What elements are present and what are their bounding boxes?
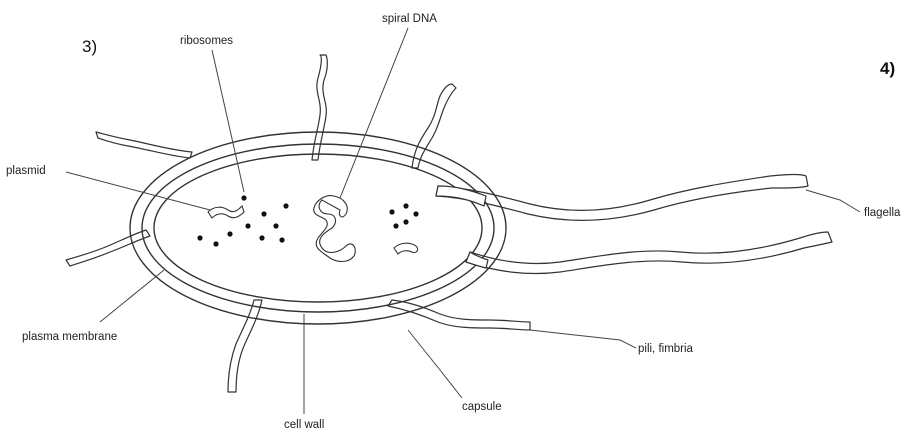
flagellum-lower (466, 232, 832, 274)
pilus-left (66, 230, 150, 266)
leader-pili-fimbria (530, 330, 636, 348)
panel-number-4: 4) (880, 59, 895, 78)
ribosome (213, 241, 218, 246)
ribosome (403, 219, 408, 224)
panel-number-3: 3) (82, 37, 97, 56)
ribosome (197, 235, 202, 240)
ribosome (241, 195, 246, 200)
pilus-top-left (96, 132, 192, 158)
plasmid (208, 206, 244, 218)
ribosome (283, 203, 288, 208)
label-plasmid: plasmid (6, 165, 46, 177)
label-capsule: capsule (462, 401, 502, 413)
capsule-layer (130, 132, 506, 324)
ribosome (245, 223, 250, 228)
leader-capsule (408, 330, 462, 398)
pilus-top-2 (412, 84, 456, 168)
ribosome (393, 223, 398, 228)
leader-plasma-membrane (100, 270, 164, 322)
cytoplasm-contents (197, 195, 418, 261)
leader-spiral-dna (340, 28, 408, 198)
ribosome (413, 211, 418, 216)
leader-ribosomes (212, 50, 244, 192)
ribosome (279, 237, 284, 242)
cell-wall-layer (142, 144, 494, 312)
label-plasma-membrane: plasma membrane (22, 331, 117, 343)
label-flagella: flagella (864, 207, 901, 219)
pilus-bottom-right (388, 300, 530, 330)
ribosome (389, 209, 394, 214)
flagellum-upper-base (436, 186, 486, 206)
ribosome (273, 223, 278, 228)
label-cell-wall: cell wall (284, 419, 324, 431)
label-pili-fimbria: pili, fimbria (638, 343, 694, 355)
leader-lines (66, 28, 860, 414)
label-spiral-dna: spiral DNA (382, 13, 437, 25)
ribosome (227, 231, 232, 236)
ribosome (403, 203, 408, 208)
leader-flagella (806, 190, 860, 212)
plasma-membrane-layer (154, 154, 482, 302)
leader-plasmid (66, 172, 210, 210)
small-dna-fragment (394, 243, 418, 254)
ribosome (261, 211, 266, 216)
cell-envelope (130, 132, 506, 324)
label-ribosomes: ribosomes (180, 35, 233, 47)
spiral-dna (314, 196, 356, 262)
ribosome (259, 235, 264, 240)
appendages (66, 55, 832, 392)
ribosome-group (197, 195, 418, 246)
